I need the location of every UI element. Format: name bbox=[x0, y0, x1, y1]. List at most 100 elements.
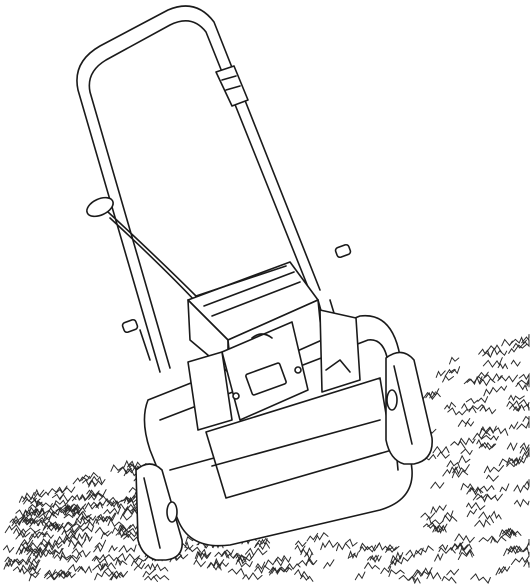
grass-tuft bbox=[58, 493, 77, 503]
grass-tuft bbox=[466, 501, 486, 511]
grass-tuft bbox=[71, 547, 91, 558]
grass-tuft bbox=[364, 561, 380, 570]
grass-tuft bbox=[26, 545, 47, 556]
grass-tuft bbox=[306, 532, 319, 542]
grass-tuft bbox=[442, 375, 454, 383]
grass-tuft bbox=[68, 563, 84, 573]
grass-tuft bbox=[103, 507, 121, 516]
grass-tuft bbox=[103, 567, 121, 579]
grass-tuft bbox=[505, 527, 522, 536]
grass-tuft bbox=[18, 567, 37, 577]
grass-tuft bbox=[524, 479, 530, 487]
grass-tuft bbox=[438, 547, 456, 554]
grass-tuft bbox=[108, 544, 118, 553]
grass-tuft bbox=[479, 484, 495, 492]
grass-tuft bbox=[359, 542, 379, 552]
grass-tuft bbox=[123, 495, 137, 504]
grass-tuft bbox=[426, 570, 442, 580]
grass-tuft bbox=[522, 403, 530, 411]
grass-tuft bbox=[477, 396, 489, 404]
grass-tuft bbox=[255, 561, 266, 570]
grass-tuft bbox=[255, 537, 271, 547]
grass-tuft bbox=[73, 506, 86, 514]
grass-tuft bbox=[81, 471, 99, 481]
grass-tuft bbox=[42, 522, 61, 532]
grass-tuft bbox=[133, 562, 146, 571]
grass-tuft bbox=[142, 569, 155, 578]
grass-tuft bbox=[526, 381, 530, 388]
grass-tuft bbox=[19, 514, 38, 525]
grass-tuft bbox=[506, 441, 518, 452]
grass-tuft bbox=[478, 511, 494, 524]
grass-tuft bbox=[245, 547, 268, 557]
grass-tuft bbox=[44, 569, 56, 577]
grass-tuft bbox=[446, 568, 460, 576]
grass-tuft bbox=[196, 550, 212, 561]
grass-tuft bbox=[305, 558, 318, 566]
grass-tuft bbox=[43, 572, 58, 581]
grass-tuft bbox=[479, 425, 497, 435]
grass-tuft bbox=[460, 448, 473, 456]
grass-tuft bbox=[508, 394, 525, 402]
grass-tuft bbox=[426, 515, 444, 525]
grass-tuft bbox=[483, 465, 504, 474]
grass-tuft bbox=[93, 556, 109, 565]
grass-tuft bbox=[90, 501, 103, 509]
grass-tuft bbox=[72, 510, 92, 519]
grass-tuft bbox=[36, 519, 59, 529]
grass-tuft bbox=[347, 550, 356, 560]
grass-tuft bbox=[482, 357, 503, 368]
grass-tuft bbox=[122, 506, 136, 516]
grass-tuft bbox=[501, 530, 517, 539]
grass-tuft bbox=[391, 555, 401, 565]
mower-handle bbox=[76, 5, 353, 379]
grass-tuft bbox=[36, 516, 49, 523]
grass-tuft bbox=[498, 565, 511, 575]
grass-tuft bbox=[82, 525, 95, 533]
grass-tuft bbox=[51, 570, 72, 578]
grass-tuft bbox=[525, 539, 530, 550]
grass-tuft bbox=[512, 456, 521, 464]
grass-tuft bbox=[95, 562, 109, 570]
grass-tuft bbox=[274, 554, 292, 563]
grass-tuft bbox=[458, 454, 471, 464]
grass-tuft bbox=[304, 551, 313, 561]
grass-tuft bbox=[472, 431, 491, 440]
lawn-mower bbox=[76, 5, 433, 561]
grass-tuft bbox=[454, 533, 475, 544]
grass-tuft bbox=[510, 555, 530, 565]
grass-tuft bbox=[118, 524, 132, 532]
grass-tuft bbox=[513, 484, 530, 494]
grass-tuft bbox=[515, 382, 528, 392]
grass-tuft bbox=[123, 465, 136, 477]
grass-tuft bbox=[87, 517, 100, 528]
grass-tuft bbox=[486, 474, 499, 482]
grass-tuft bbox=[493, 427, 509, 436]
grass-tuft bbox=[300, 574, 314, 582]
grass-tuft bbox=[409, 575, 421, 584]
grass-tuft bbox=[100, 531, 113, 540]
grass-tuft bbox=[449, 366, 461, 375]
grass-tuft bbox=[95, 512, 116, 524]
grass-tuft bbox=[380, 566, 392, 574]
grass-tuft bbox=[67, 552, 82, 563]
grass-tuft bbox=[452, 464, 470, 476]
grass-tuft bbox=[22, 496, 41, 504]
grass-tuft bbox=[29, 567, 41, 575]
grass-tuft bbox=[15, 531, 27, 540]
grass-tuft bbox=[469, 486, 484, 496]
grass-tuft bbox=[94, 570, 114, 581]
grass-tuft bbox=[40, 538, 51, 546]
grass-tuft bbox=[117, 552, 141, 562]
grass-tuft bbox=[432, 524, 447, 533]
grass-tuft bbox=[420, 512, 436, 520]
grass-tuft bbox=[98, 495, 123, 504]
grass-tuft bbox=[480, 434, 499, 441]
grass-tuft bbox=[459, 546, 475, 556]
grass-tuft bbox=[336, 542, 351, 552]
grass-tuft bbox=[47, 507, 62, 515]
grass-tuft bbox=[451, 469, 469, 479]
grass-tuft bbox=[429, 388, 440, 399]
grass-tuft bbox=[444, 401, 457, 410]
grass-tuft bbox=[28, 572, 40, 582]
